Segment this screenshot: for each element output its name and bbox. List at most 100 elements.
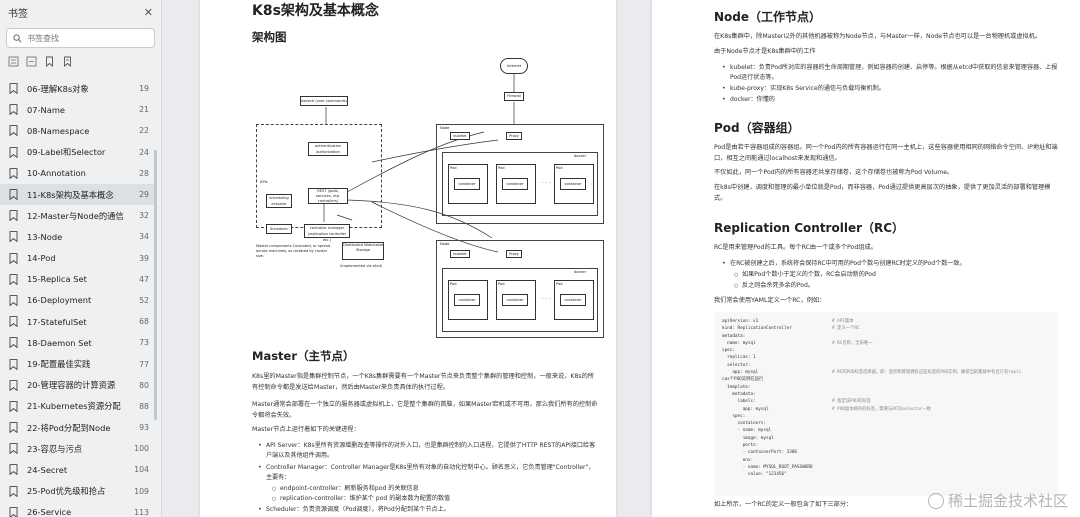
bookmark-label: 09-Label和Selector (27, 147, 106, 158)
remove-bookmark-icon[interactable] (61, 55, 73, 67)
bookmark-page-number: 29 (139, 190, 149, 200)
bookmark-icon (9, 506, 18, 517)
expand-all-icon[interactable] (7, 55, 19, 67)
code-line: value: "123456" (722, 471, 1050, 478)
code-line: app: mysql# POD副本拥有的标签，需要与RC的selector一致 (722, 406, 1050, 413)
bookmark-page-number: 80 (139, 380, 149, 390)
code-line: kind: ReplicationController# 定义一个RC (722, 325, 1050, 332)
pdf-page-right: Node（工作节点） 在K8s集群中，除Master以外的其他机器被称为Node… (652, 0, 1080, 517)
bookmark-icon (9, 379, 18, 391)
sidebar-title: 书签 (8, 8, 28, 20)
bookmark-label: 07-Name (27, 104, 66, 115)
code-comment: # 定义一个RC (832, 326, 860, 332)
sidebar-toolbar (0, 52, 161, 70)
master-sub-bullet-replication: replication-controller：维护某个 pod 的副本数为配置的… (272, 494, 592, 505)
code-key: - containerPort: 3306 (722, 450, 798, 456)
node-2-docker-label: docker (574, 270, 587, 274)
code-line: containers: (722, 420, 1050, 427)
node-1-ellipsis: · · · (542, 180, 550, 186)
code-line: replicas: 1 (722, 354, 1050, 361)
code-line: app: mysql# RC的POD标签选择器，即：监控和管理拥有这些标签的PO… (722, 369, 1050, 376)
code-line: ports: (722, 442, 1050, 449)
diagram-connectors (323, 72, 515, 253)
bookmark-sidebar: 书签 ✕ 06-理解K8s对象1907-Name2108-Namespace22… (0, 0, 162, 517)
code-key: env: (722, 457, 754, 463)
bookmark-item[interactable]: 20-管理容器的计算资源 80 (0, 375, 156, 396)
node-paragraph-2: 由于Node节点才是K8s集群中的工作 (714, 48, 816, 55)
bookmark-page-number: 88 (139, 401, 149, 411)
controller-manager-box: controller manager (replication controll… (304, 224, 350, 242)
node-2-container-1: container (454, 294, 480, 306)
bookmark-icon (9, 231, 18, 243)
master-paragraph-2: Master通常会部署在一个独立的服务器或虚拟机上，它是整个集群的首脑，如果Ma… (252, 401, 598, 419)
bookmark-search-input[interactable] (27, 33, 147, 43)
bookmark-label: 20-管理容器的计算资源 (27, 380, 116, 391)
bookmark-search-box[interactable] (6, 28, 155, 48)
node-1-container-1: container (454, 178, 480, 190)
node-2-proxy: Proxy (506, 250, 522, 258)
close-icon[interactable]: ✕ (143, 5, 153, 19)
node-bullet-docker: docker：你懂的 (722, 95, 1062, 106)
master-sub-bullet-endpoint: endpoint-controller：刷新服务和pod 的关联信息 (272, 484, 592, 495)
page-title: K8s架构及基本概念 (252, 3, 379, 19)
watermark-text: 稀土掘金技术社区 (947, 492, 1068, 510)
code-key: template: (722, 384, 751, 390)
code-key: ports: (722, 443, 759, 449)
bookmark-item[interactable]: 10-Annotation 28 (0, 163, 156, 184)
bookmark-page-number: 39 (139, 253, 149, 263)
code-key: metadata: (722, 391, 756, 397)
code-key: apiVersion: v1 (722, 319, 759, 324)
code-line: metadata: (722, 333, 1050, 340)
bookmark-page-number: 104 (134, 465, 149, 475)
bookmark-icon (9, 485, 18, 497)
node-1-docker-label: docker (574, 154, 587, 158)
add-bookmark-icon[interactable] (43, 55, 55, 67)
code-line: apiVersion: v1# API版本 (722, 318, 1050, 325)
sidebar-scrollbar[interactable] (154, 150, 157, 420)
code-key: - name: mysql (722, 428, 772, 434)
pod-paragraph-2: 不仅如此，同一个Pod内的所有容器还共享存储卷，这个存储卷也被称为Pod Vol… (714, 169, 954, 176)
bookmark-label: 10-Annotation (27, 168, 86, 179)
node-1-label: Node (440, 126, 450, 130)
master-paragraph-1: K8s里的Master指是集群控制节点，一个K8s集群需要有一个Master节点… (252, 373, 594, 391)
rc-sub-bullet-2: 反之则会杀死多余的Pod。 (734, 281, 1054, 292)
internet-cloud: Internet (500, 58, 528, 74)
master-bullet-api-server: API Server：K8s里所有资源增删改查等操作的对外入口，也是集群控制的入… (258, 441, 598, 462)
code-key: value: "123456" (722, 472, 787, 478)
bookmark-icon (9, 210, 18, 222)
bookmark-label: 12-Master与Node的通信 (27, 210, 124, 221)
bookmark-icon (9, 422, 18, 434)
node-1-container-3: container (560, 178, 586, 190)
collapse-all-icon[interactable] (25, 55, 37, 67)
bookmark-icon (9, 443, 18, 455)
bookmark-label: 08-Namespace (27, 125, 90, 136)
bookmark-page-number: 28 (139, 168, 149, 178)
kubectl-box: kubectl (user commands) (300, 96, 348, 106)
node-bullet-kube-proxy: kube-proxy：实现K8s Service的通信与负载均衡机制。 (722, 84, 1062, 95)
bookmark-page-number: 113 (134, 507, 149, 517)
bookmark-label: 22-将Pod分配到Node (27, 422, 111, 433)
node-2-ellipsis: · · · (542, 296, 550, 302)
juejin-logo-icon (927, 492, 944, 509)
bookmark-icon (9, 337, 18, 349)
